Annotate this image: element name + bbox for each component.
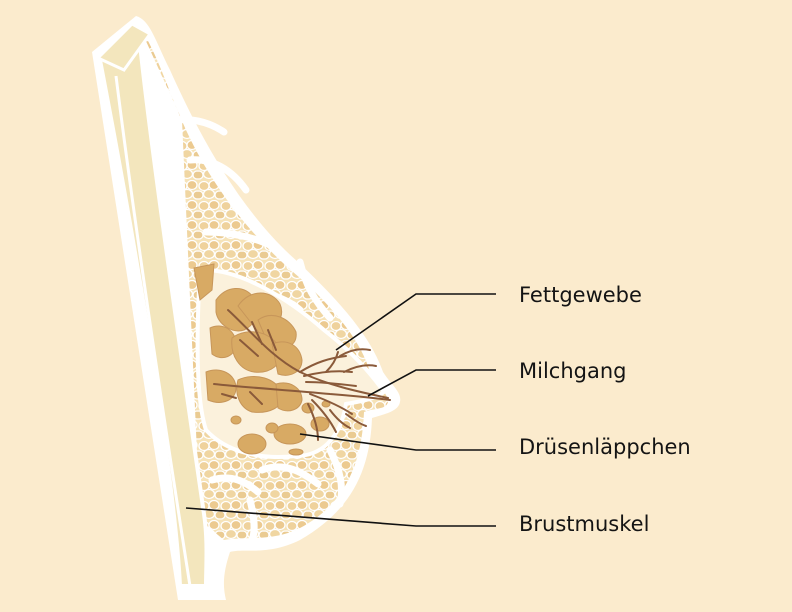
label-milk-duct: Milchgang — [519, 361, 626, 382]
label-chest-muscle: Brustmuskel — [519, 514, 649, 535]
label-gland-lobules: Drüsenläppchen — [519, 437, 691, 458]
label-fat-tissue: Fettgewebe — [519, 285, 642, 306]
